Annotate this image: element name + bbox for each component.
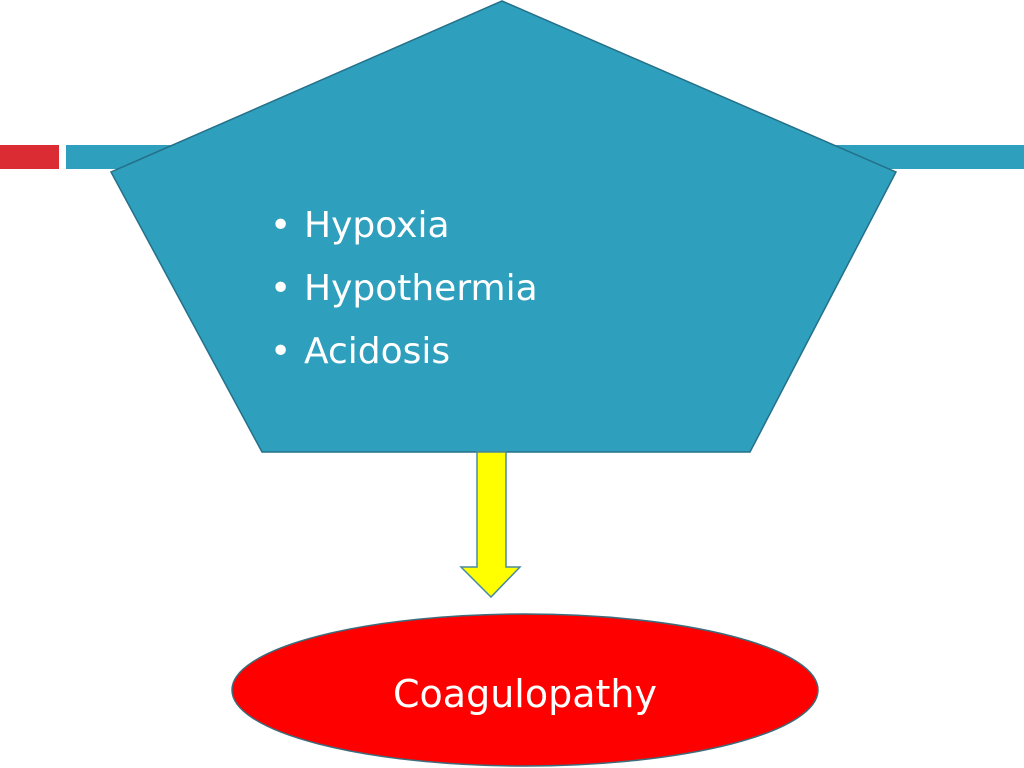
outcome-label: Coagulopathy — [393, 672, 657, 716]
bullet-icon: • — [270, 331, 292, 372]
factor-item-hypothermia: • Hypothermia — [270, 257, 538, 320]
factor-label: Acidosis — [304, 331, 451, 372]
factors-list: • Hypoxia • Hypothermia • Acidosis — [270, 194, 538, 383]
down-arrow — [459, 451, 522, 599]
factor-label: Hypothermia — [304, 268, 538, 309]
factor-item-acidosis: • Acidosis — [270, 320, 538, 383]
bullet-icon: • — [270, 268, 292, 309]
factor-item-hypoxia: • Hypoxia — [270, 194, 538, 257]
factor-label: Hypoxia — [304, 205, 450, 246]
accent-bar — [0, 145, 59, 169]
bullet-icon: • — [270, 205, 292, 246]
outcome-oval — [231, 613, 819, 767]
